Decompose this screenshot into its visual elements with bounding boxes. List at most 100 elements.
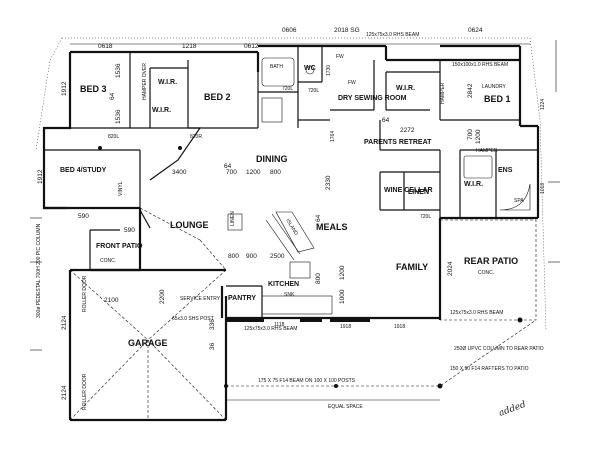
dim-336: 336 [209,319,216,330]
note-equal-space: EQUAL SPACE [328,404,363,410]
room-wir-1: W.I.R. [158,79,177,86]
dim-1200a: 1200 [246,169,261,176]
dim-700b: 700 [226,169,237,176]
dim-590a: 590 [78,213,89,220]
room-lounge: LOUNGE [170,220,209,230]
note-hamper-over: HAMPER OVER [142,63,148,100]
room-bed4-study: BED 4/STUDY [60,167,107,174]
dim-64a: 64 [109,92,116,100]
dim-800c: 800 [315,273,322,284]
room-laundry: LAUNDRY [482,84,506,90]
dim-3400: 3400 [172,169,187,176]
room-wir-4: W.I.R. [464,181,483,188]
note-island: ISLAND [284,218,299,237]
dim-1000: 1000 [339,289,346,304]
room-family: FAMILY [396,262,428,272]
dim-1536a: 1536 [115,63,122,78]
dim-2024: 2024 [447,261,454,276]
dim-2124a: 2124 [61,315,68,330]
dim-1224: 1224 [540,99,546,110]
note-beam-top: 125x75x3.0 RHS BEAM [366,32,419,38]
room-wir-3: W.I.R. [396,85,415,92]
dim-2500: 2500 [270,253,285,260]
dim-36: 36 [209,342,216,350]
note-fw-1: FW [336,54,344,60]
dim-720l-b: 720L [308,88,319,94]
note-hamper-3: HAMPER [476,148,498,154]
dim-beam-1500: 150x100x1.0 RHS BEAM [452,62,508,68]
room-wc: WC [304,65,316,72]
dim-590b: 590 [124,227,135,234]
room-meals: MEALS [316,222,348,232]
note-hamper-2: HAMPER [440,82,446,104]
dim-820r: 820R [190,134,202,140]
internal-walls [44,46,538,318]
note-beam-garage: 125x75x3.0 RHS BEAM [244,326,297,332]
dim-720l-a: 720L [282,86,293,92]
dim-720l-c: 720L [420,214,431,220]
dim-800b: 800 [228,253,239,260]
note-upvc: 250Ø UPVC COLUMN TO REAR PATIO [454,346,544,352]
room-pantry: PANTRY [228,295,256,302]
room-labels: BED 3 W.I.R. W.I.R. BED 2 BATH WC DRY SE… [60,64,524,348]
note-conc-1: CONC. [100,258,116,264]
room-service-entry: SERVICE ENTRY [180,296,221,302]
note-pedestal: 300ø PEDESTAL 700H 200 PIC COLUMN [36,223,42,318]
note-beam-bottom: 175 X 75 F14 BEAM ON 100 X 100 POSTS [258,378,356,384]
room-dining: DINING [256,154,288,164]
room-front-patio: FRONT PATIO [96,243,143,250]
room-wine-cellar: WINE CELLAR [384,187,433,194]
dim-1200b: 1200 [475,129,482,144]
dim-64b: 64 [382,117,390,124]
note-beam-rear: 125x75x3.0 RHS BEAM [450,310,503,316]
notes: 125x75x3.0 RHS BEAM 125x75x3.0 RHS BEAM … [36,32,544,419]
dim-820l: 820L [108,134,119,140]
note-roller-door-2: ROLLER DOOR [82,373,88,410]
room-bed2: BED 2 [204,92,231,102]
dim-1536b: 1536 [115,109,122,124]
dim-1918a: 1918 [340,324,351,330]
note-conc-2: CONC. [478,270,494,276]
dim-0624: 0624 [468,27,483,34]
dim-0606: 0606 [282,27,297,34]
dim-1912a: 1912 [61,81,68,96]
dimensions: 0618 1218 0612 0606 2018 SG 0624 1536 15… [37,27,546,400]
dim-2842: 2842 [467,83,474,98]
room-parents-retreat: PARENTS RETREAT [364,139,432,146]
dim-0612: 0612 [244,43,259,50]
dim-64c: 64 [224,163,232,170]
room-linen: LINEN [408,189,429,196]
dim-2124b: 2124 [61,385,68,400]
note-vinyl: VINYL [118,181,124,196]
room-bed1: BED 1 [484,94,511,104]
note-fw-2: FW [348,80,356,86]
outer-walls [42,44,540,422]
thin-details [30,37,560,421]
room-wir-2: W.I.R. [152,107,171,114]
dim-1912b: 1912 [37,169,44,184]
dim-2330: 2330 [325,175,332,190]
room-rear-patio: REAR PATIO [464,256,518,266]
room-bath: BATH [270,64,283,70]
note-roller-door-1: ROLLER DOOR [82,275,88,312]
dim-1118: 1118 [274,322,285,328]
dim-1218: 1218 [182,43,197,50]
dim-2018: 2018 SG [334,27,360,34]
dim-1018: 1018 [540,183,546,194]
note-added: added [498,400,528,419]
room-ens: ENS [498,167,513,174]
dim-1918b: 1918 [394,324,405,330]
room-dry-sewing: DRY SEWING ROOM [338,95,407,102]
room-bed3: BED 3 [80,84,107,94]
note-linen-small: LINEN [230,211,236,226]
dim-1730: 1730 [326,65,332,76]
dim-800a: 800 [270,169,281,176]
room-spa: SPA [514,198,524,204]
note-rafters: 150 X 50 F14 RAFTERS TO PATIO [450,366,529,372]
dim-2100: 2100 [104,297,119,304]
note-sink: SNK [284,292,295,298]
room-garage: GARAGE [128,338,168,348]
note-post: 65x3.0 SHS POST [172,316,214,322]
dim-2272: 2272 [400,127,415,134]
